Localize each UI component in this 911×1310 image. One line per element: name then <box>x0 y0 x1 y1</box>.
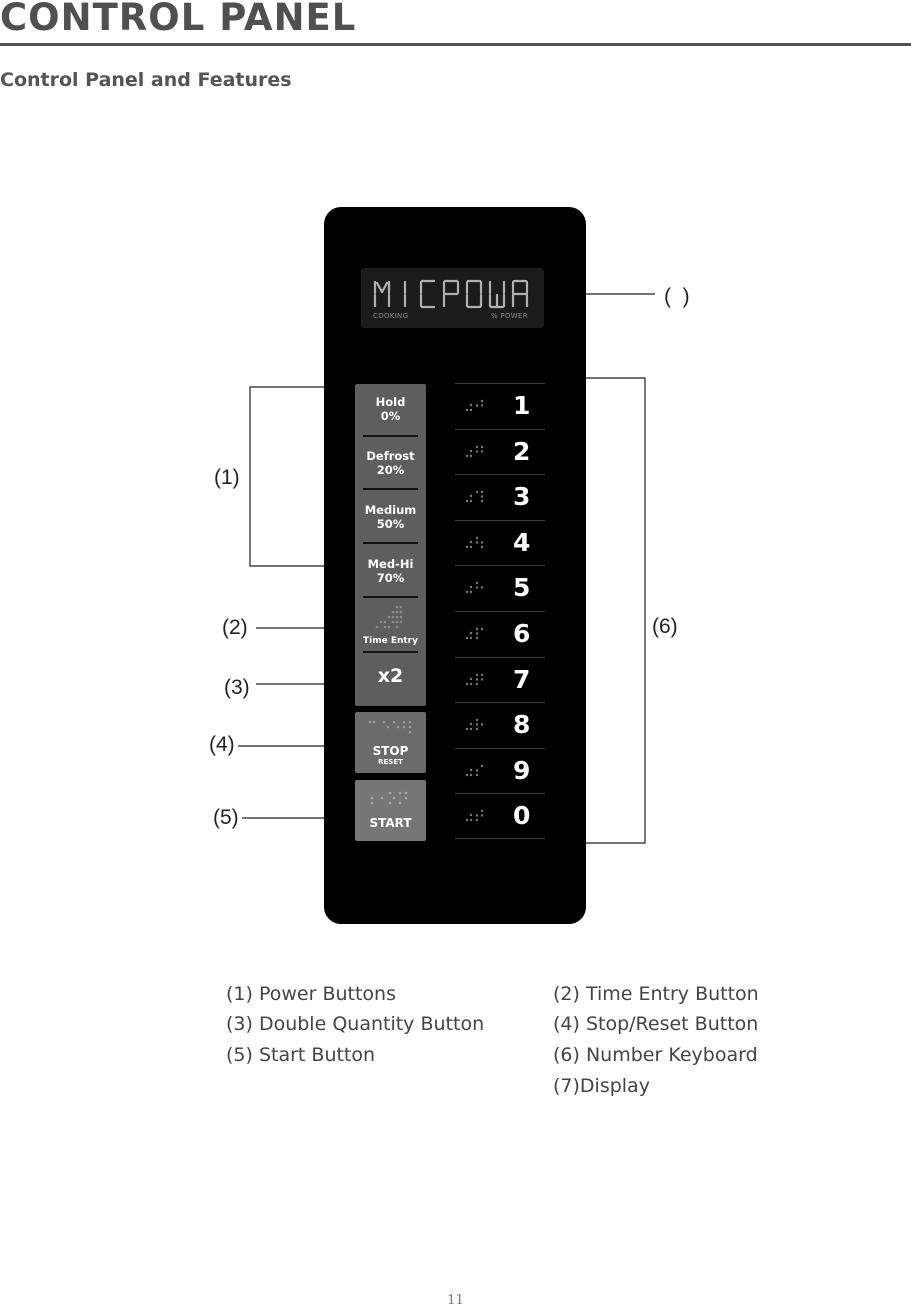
braille-dots-icon <box>465 627 484 640</box>
power-button-name: Defrost <box>366 449 415 463</box>
legend-double-quantity: (3) Double Quantity Button <box>226 1013 485 1035</box>
button-divider <box>363 435 418 437</box>
braille-dots-icon <box>465 536 484 548</box>
callout-4: (4) <box>209 733 235 756</box>
power-button-value: 20% <box>376 463 405 477</box>
keypad-digit: 4 <box>513 527 531 557</box>
power-button-name: Med-Hi <box>367 557 414 571</box>
callout-2: (2) <box>222 616 248 639</box>
power-button-name: Hold <box>375 395 406 409</box>
power-button-hold[interactable]: Hold 0% <box>355 395 426 437</box>
display-label-cooking: COOKING <box>373 312 409 320</box>
keypad-digit: 2 <box>513 436 531 466</box>
braille-dots-icon <box>370 791 408 805</box>
keypad-digit: 7 <box>513 664 531 694</box>
braille-dots-icon <box>465 764 484 776</box>
braille-dots-icon <box>368 720 412 734</box>
keypad-button-1[interactable]: 1 <box>455 383 545 430</box>
keypad-button-4[interactable]: 4 <box>455 519 545 567</box>
keypad-button-2[interactable]: 2 <box>455 428 545 476</box>
button-divider <box>363 651 418 653</box>
legend-power-buttons: (1) Power Buttons <box>226 983 396 1005</box>
keypad-button-7[interactable]: 7 <box>455 656 545 704</box>
callout-7: ( ) <box>664 285 690 308</box>
power-button-value: 0% <box>380 409 401 423</box>
reset-label: RESET <box>378 758 403 766</box>
braille-dots-icon <box>465 810 484 822</box>
start-button[interactable]: START <box>355 780 426 841</box>
callout-6: (6) <box>652 615 678 638</box>
button-divider <box>363 596 418 598</box>
callout-5: (5) <box>213 806 239 829</box>
keypad-digit: 0 <box>513 801 531 831</box>
button-divider <box>363 542 418 544</box>
power-button-medium[interactable]: Medium 50% <box>355 503 426 544</box>
legend-start: (5) Start Button <box>226 1044 376 1066</box>
power-button-med-hi[interactable]: Med-Hi 70% <box>355 557 426 598</box>
callout-3: (3) <box>224 676 250 699</box>
braille-dots-icon <box>465 399 484 412</box>
page-title: CONTROL PANEL <box>0 0 357 39</box>
braille-dots-icon <box>465 673 484 685</box>
keypad-digit: 3 <box>513 482 531 512</box>
keypad-button-0[interactable]: 0 <box>455 793 545 840</box>
keypad-button-9[interactable]: 9 <box>455 747 545 795</box>
section-title: Control Panel and Features <box>0 69 292 91</box>
legend-time-entry: (2) Time Entry Button <box>553 983 759 1005</box>
start-label: START <box>369 816 412 830</box>
keypad-digit: 1 <box>513 391 531 420</box>
stop-label: STOP <box>372 744 409 758</box>
title-divider <box>0 43 911 46</box>
keypad-button-8[interactable]: 8 <box>455 702 545 749</box>
stop-reset-button[interactable]: STOP RESET <box>355 712 426 773</box>
power-button-value: 70% <box>376 571 405 585</box>
legend-stop-reset: (4) Stop/Reset Button <box>553 1013 759 1035</box>
lcd-digits <box>373 279 529 309</box>
time-entry-label: Time Entry <box>362 636 418 646</box>
braille-dots-icon <box>375 605 403 629</box>
braille-dots-icon <box>465 490 484 503</box>
time-entry-button[interactable]: Time Entry <box>355 600 426 653</box>
keypad-button-5[interactable]: 5 <box>455 565 545 612</box>
double-quantity-button[interactable]: x2 <box>377 665 404 687</box>
keypad-digit: 8 <box>513 710 531 740</box>
keypad-digit: 9 <box>513 755 531 785</box>
braille-dots-icon <box>465 718 484 731</box>
braille-dots-icon <box>465 445 484 457</box>
keypad-digit: 6 <box>513 619 531 648</box>
keypad-button-6[interactable]: 6 <box>455 611 545 658</box>
power-button-name: Medium <box>364 503 417 517</box>
display-label-power: % POWER <box>491 312 528 320</box>
power-button-defrost[interactable]: Defrost 20% <box>355 449 426 490</box>
callout-1: (1) <box>214 466 240 489</box>
button-divider <box>363 488 418 490</box>
braille-dots-icon <box>465 582 484 594</box>
lcd-display: COOKING % POWER <box>361 268 544 328</box>
legend-display: (7)Display <box>553 1075 650 1097</box>
power-button-value: 50% <box>376 517 405 531</box>
keypad-button-3[interactable]: 3 <box>455 474 545 521</box>
legend-number-keyboard: (6) Number Keyboard <box>553 1044 758 1066</box>
power-button-column: Hold 0% Defrost 20% Medium 50% Med-Hi 70… <box>355 384 426 706</box>
keypad-digit: 5 <box>513 573 531 603</box>
page-number: 11 <box>447 1293 464 1308</box>
